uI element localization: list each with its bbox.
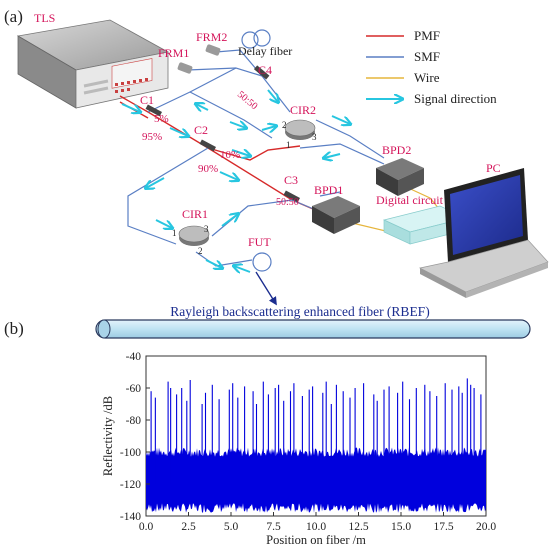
y-tick-label: -100 (120, 447, 141, 459)
circulator-cir2 (284, 119, 316, 140)
couplers (145, 65, 301, 203)
cir1-label: CIR1 (182, 207, 208, 221)
c1-label: C1 (140, 93, 154, 107)
pc-label: PC (486, 161, 501, 175)
circulator-cir1 (178, 225, 210, 246)
rbef-fiber-tube (95, 319, 531, 339)
cir2-port1: 2 (282, 120, 287, 130)
cir1-port2: 2 (198, 246, 203, 256)
cir1-port1: 1 (172, 228, 177, 238)
c1-95pct-label: 95% (142, 131, 162, 143)
c2-10pct-label: 10% (220, 149, 240, 161)
fut-label: FUT (248, 235, 271, 249)
c4-ratio-label: 50:50 (235, 89, 260, 112)
c4-label: C4 (258, 63, 272, 77)
c2-label: C2 (194, 123, 208, 137)
bpd1-label: BPD1 (314, 183, 343, 197)
panel-b-tag: (b) (4, 319, 24, 338)
y-tick-label: -80 (126, 415, 142, 427)
cir2-port3: 3 (312, 132, 317, 142)
bpd2-label: BPD2 (382, 143, 411, 157)
x-tick-label: 15.0 (391, 521, 411, 533)
bpd1-box (312, 196, 360, 234)
x-tick-label: 5.0 (224, 521, 239, 533)
x-axis-ticks: 0.0 2.5 5.0 7.5 10.0 12.5 15.0 17.5 20.0 (139, 512, 496, 533)
x-axis-label: Position on fiber /m (266, 533, 366, 547)
spike-series (150, 378, 482, 484)
frm-devices (177, 44, 221, 74)
frm2-label: FRM2 (196, 30, 227, 44)
y-tick-label: -60 (126, 383, 142, 395)
c2-90pct-label: 90% (198, 163, 218, 175)
panel-b: (b) Rayleigh backscattering enhanced fib… (4, 304, 531, 547)
x-tick-label: 17.5 (433, 521, 453, 533)
panel-a: (a) TLS (4, 7, 549, 306)
legend-label-wire: Wire (414, 70, 440, 85)
cir1-port3: 3 (204, 224, 209, 234)
panel-a-tag: (a) (4, 7, 23, 26)
delay-fiber-label: Delay fiber (238, 44, 292, 58)
digital-circuit-label: Digital circuit (376, 193, 444, 207)
legend-label-pmf: PMF (414, 28, 440, 43)
fut-to-rbef-arrow (255, 271, 277, 306)
c3-label: C3 (284, 173, 298, 187)
y-axis-ticks: -40 -60 -80 -100 -120 -140 (120, 351, 150, 523)
x-tick-label: 10.0 (306, 521, 326, 533)
y-tick-label: -40 (126, 351, 142, 363)
legend-label-smf: SMF (414, 49, 440, 64)
x-tick-label: 7.5 (266, 521, 281, 533)
cir2-port1b: 1 (286, 140, 291, 150)
c1-5pct-label: 5% (154, 113, 169, 125)
x-tick-label: 12.5 (348, 521, 368, 533)
signal-arrows (121, 89, 350, 272)
y-tick-label: -120 (120, 479, 141, 491)
frm1-label: FRM1 (158, 46, 189, 60)
y-tick-label: -140 (120, 511, 141, 523)
rbef-label: Rayleigh backscattering enhanced fiber (… (170, 304, 429, 319)
cir2-label: CIR2 (290, 103, 316, 117)
x-tick-label: 0.0 (139, 521, 154, 533)
c3-ratio-label: 50:50 (276, 197, 299, 208)
noise-band (146, 447, 486, 513)
pc-laptop (418, 168, 549, 298)
bpd2-box (376, 158, 424, 196)
legend-label-signal-direction: Signal direction (414, 91, 497, 106)
tls-laser (16, 19, 170, 109)
y-axis-label: Reflectivity /dB (101, 396, 115, 476)
x-tick-label: 2.5 (181, 521, 196, 533)
tls-label: TLS (34, 11, 55, 25)
x-tick-label: 20.0 (476, 521, 496, 533)
